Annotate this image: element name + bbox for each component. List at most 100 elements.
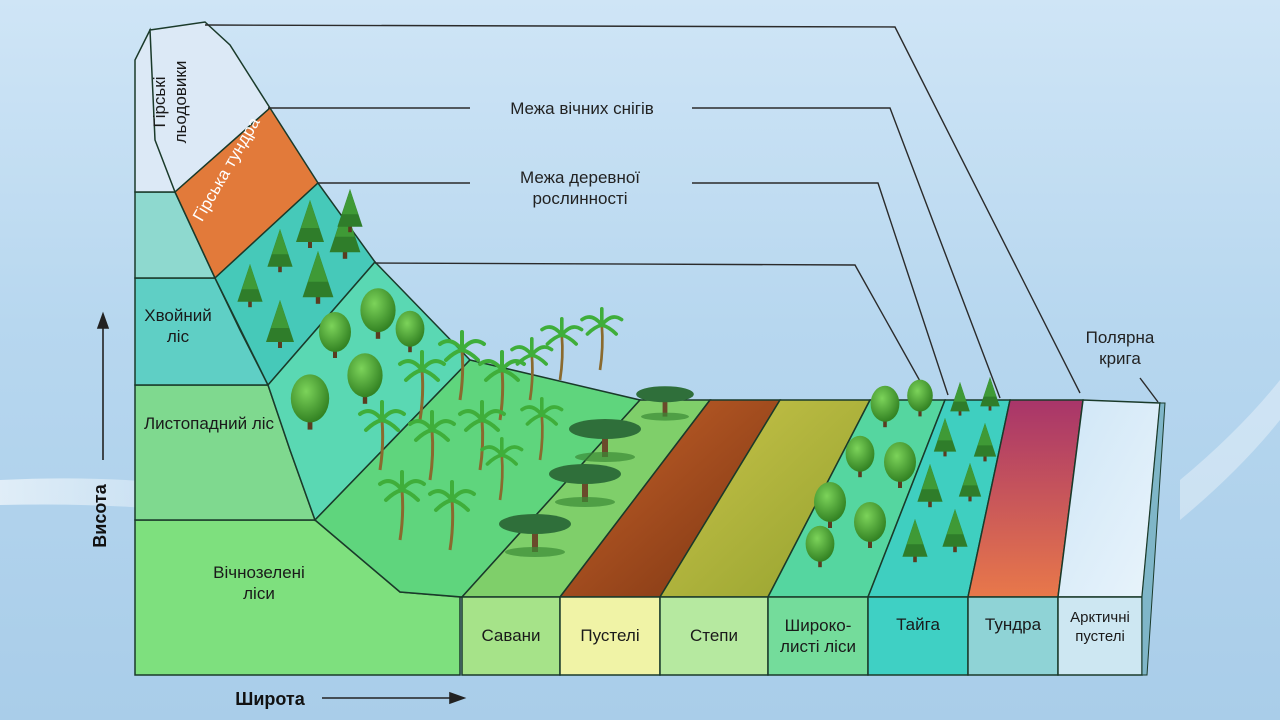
palm-tree-icon [428,480,476,551]
tundra-label: Тундра [968,597,1058,653]
conifer-tree-icon [917,464,943,508]
palm-frond [530,345,554,357]
conifer-tree-icon [296,200,324,248]
conifer-tree-icon [950,382,970,416]
palm-frond [600,315,624,327]
polar-ice-label: Полярна крига [1072,327,1168,370]
palm-frond [560,325,584,337]
deciduous-label: Листопадний ліс [140,413,278,434]
conifer-tree-icon [980,377,1000,411]
palm-frond [510,345,534,357]
evergreen-label-text: Вічнозелені ліси [213,563,305,604]
acacia-tree-icon [569,419,641,462]
palm-tree-icon [358,400,406,471]
broadleaf-tree-icon [845,435,875,478]
savanna-label-text: Савани [481,626,541,646]
height-axis-label: Висота [89,476,111,556]
tree-crown [319,312,351,352]
tree-trunk [348,225,352,233]
snow-line-label-text: Межа вічних снігів [510,99,654,118]
palm-trunk [428,429,435,481]
conifer-tree-icon [933,418,957,457]
desert-label: Пустелі [560,597,660,675]
tree-crown-top [962,463,978,486]
steppe-cell [659,596,769,676]
palm-trunk [498,454,504,501]
tree-trunk [278,340,282,348]
palm-tree-icon [510,337,554,401]
broadleaf-tree-icon [805,525,835,568]
tree-crown [814,482,846,522]
tree-crown [805,525,835,562]
tundra-label-text: Тундра [984,615,1042,635]
arctic-desert-label: Арктичні пустелі [1060,597,1140,659]
conifer-tree-icon [958,463,982,502]
palm-frond [545,333,564,346]
tree-trunk [278,265,282,273]
deciduous-label-text: Листопадний ліс [143,414,275,433]
conifer-tree-icon [942,509,968,553]
palm-tree-icon [398,350,446,421]
tree-trunk [602,433,608,457]
tree-crown-top [953,382,967,402]
savanna-cell [461,596,561,676]
tree-crown [870,385,900,422]
tree-shadow [575,452,635,462]
palm-tree-icon [458,400,506,471]
conifer-tree-icon [302,251,334,304]
height-axis-label-text: Висота [90,484,110,548]
palm-tree-icon [378,470,426,541]
palm-frond [460,339,486,352]
palm-frond [580,315,604,327]
snow-line-leader-right [692,107,1001,399]
broadleaf-label-text: Широко-листі ліси [780,615,856,656]
leader-lines [204,24,1159,403]
palm-trunk [558,334,564,381]
tree-trunk [968,495,972,502]
palm-trunk [458,349,465,401]
right-side-face [1141,402,1166,676]
broadleaf-label: Широко-листі ліси [775,597,861,675]
axis-arrows [96,311,467,705]
tree-crown [907,379,933,412]
conifer-tree-icon [902,519,928,563]
tree-crown-top [977,423,993,446]
tree-crown [549,464,621,484]
coniferous-label: Хвойний ліс [138,305,218,348]
forest-line-leader [374,262,926,391]
latitude-axis-arrowhead [449,691,467,705]
tree-trunk [943,450,947,457]
broadleaf-tree-icon [290,374,330,430]
savanna-label: Савани [462,597,560,675]
palm-tree-icon [520,397,564,461]
broadleaf-tree-icon [395,310,425,353]
acacia-tree-icon [636,386,694,421]
taiga-label: Тайга [868,597,968,653]
desert-cell [559,596,661,676]
polar-ice-pointer [1139,377,1159,403]
tundra-cell [967,596,1059,676]
tree-crown-top [921,464,939,490]
palm-frond [530,353,548,366]
tree-crown-top [341,189,359,215]
arctic-desert-label-text: Арктичні пустелі [1070,609,1130,645]
tree-crown-top [271,300,289,328]
palm-frond [540,325,564,337]
tree-trunk [913,555,917,563]
tree-shadow [555,497,615,507]
tree-shadow [641,412,689,421]
tree-trunk [662,397,668,417]
tree-crown-top [301,200,319,228]
tree-shadow [505,547,565,557]
tree-trunk [308,240,312,248]
palm-tree-icon [438,330,486,401]
glaciers-label: Гірські льодовики [149,47,197,157]
tree-crown [854,502,886,542]
broadleaf-tree-icon [870,385,900,428]
palm-trunk [528,354,534,401]
broadleaf-tree-icon [360,288,396,339]
acacia-tree-icon [549,464,621,507]
palm-frond [585,323,604,336]
tree-trunk [928,500,932,508]
